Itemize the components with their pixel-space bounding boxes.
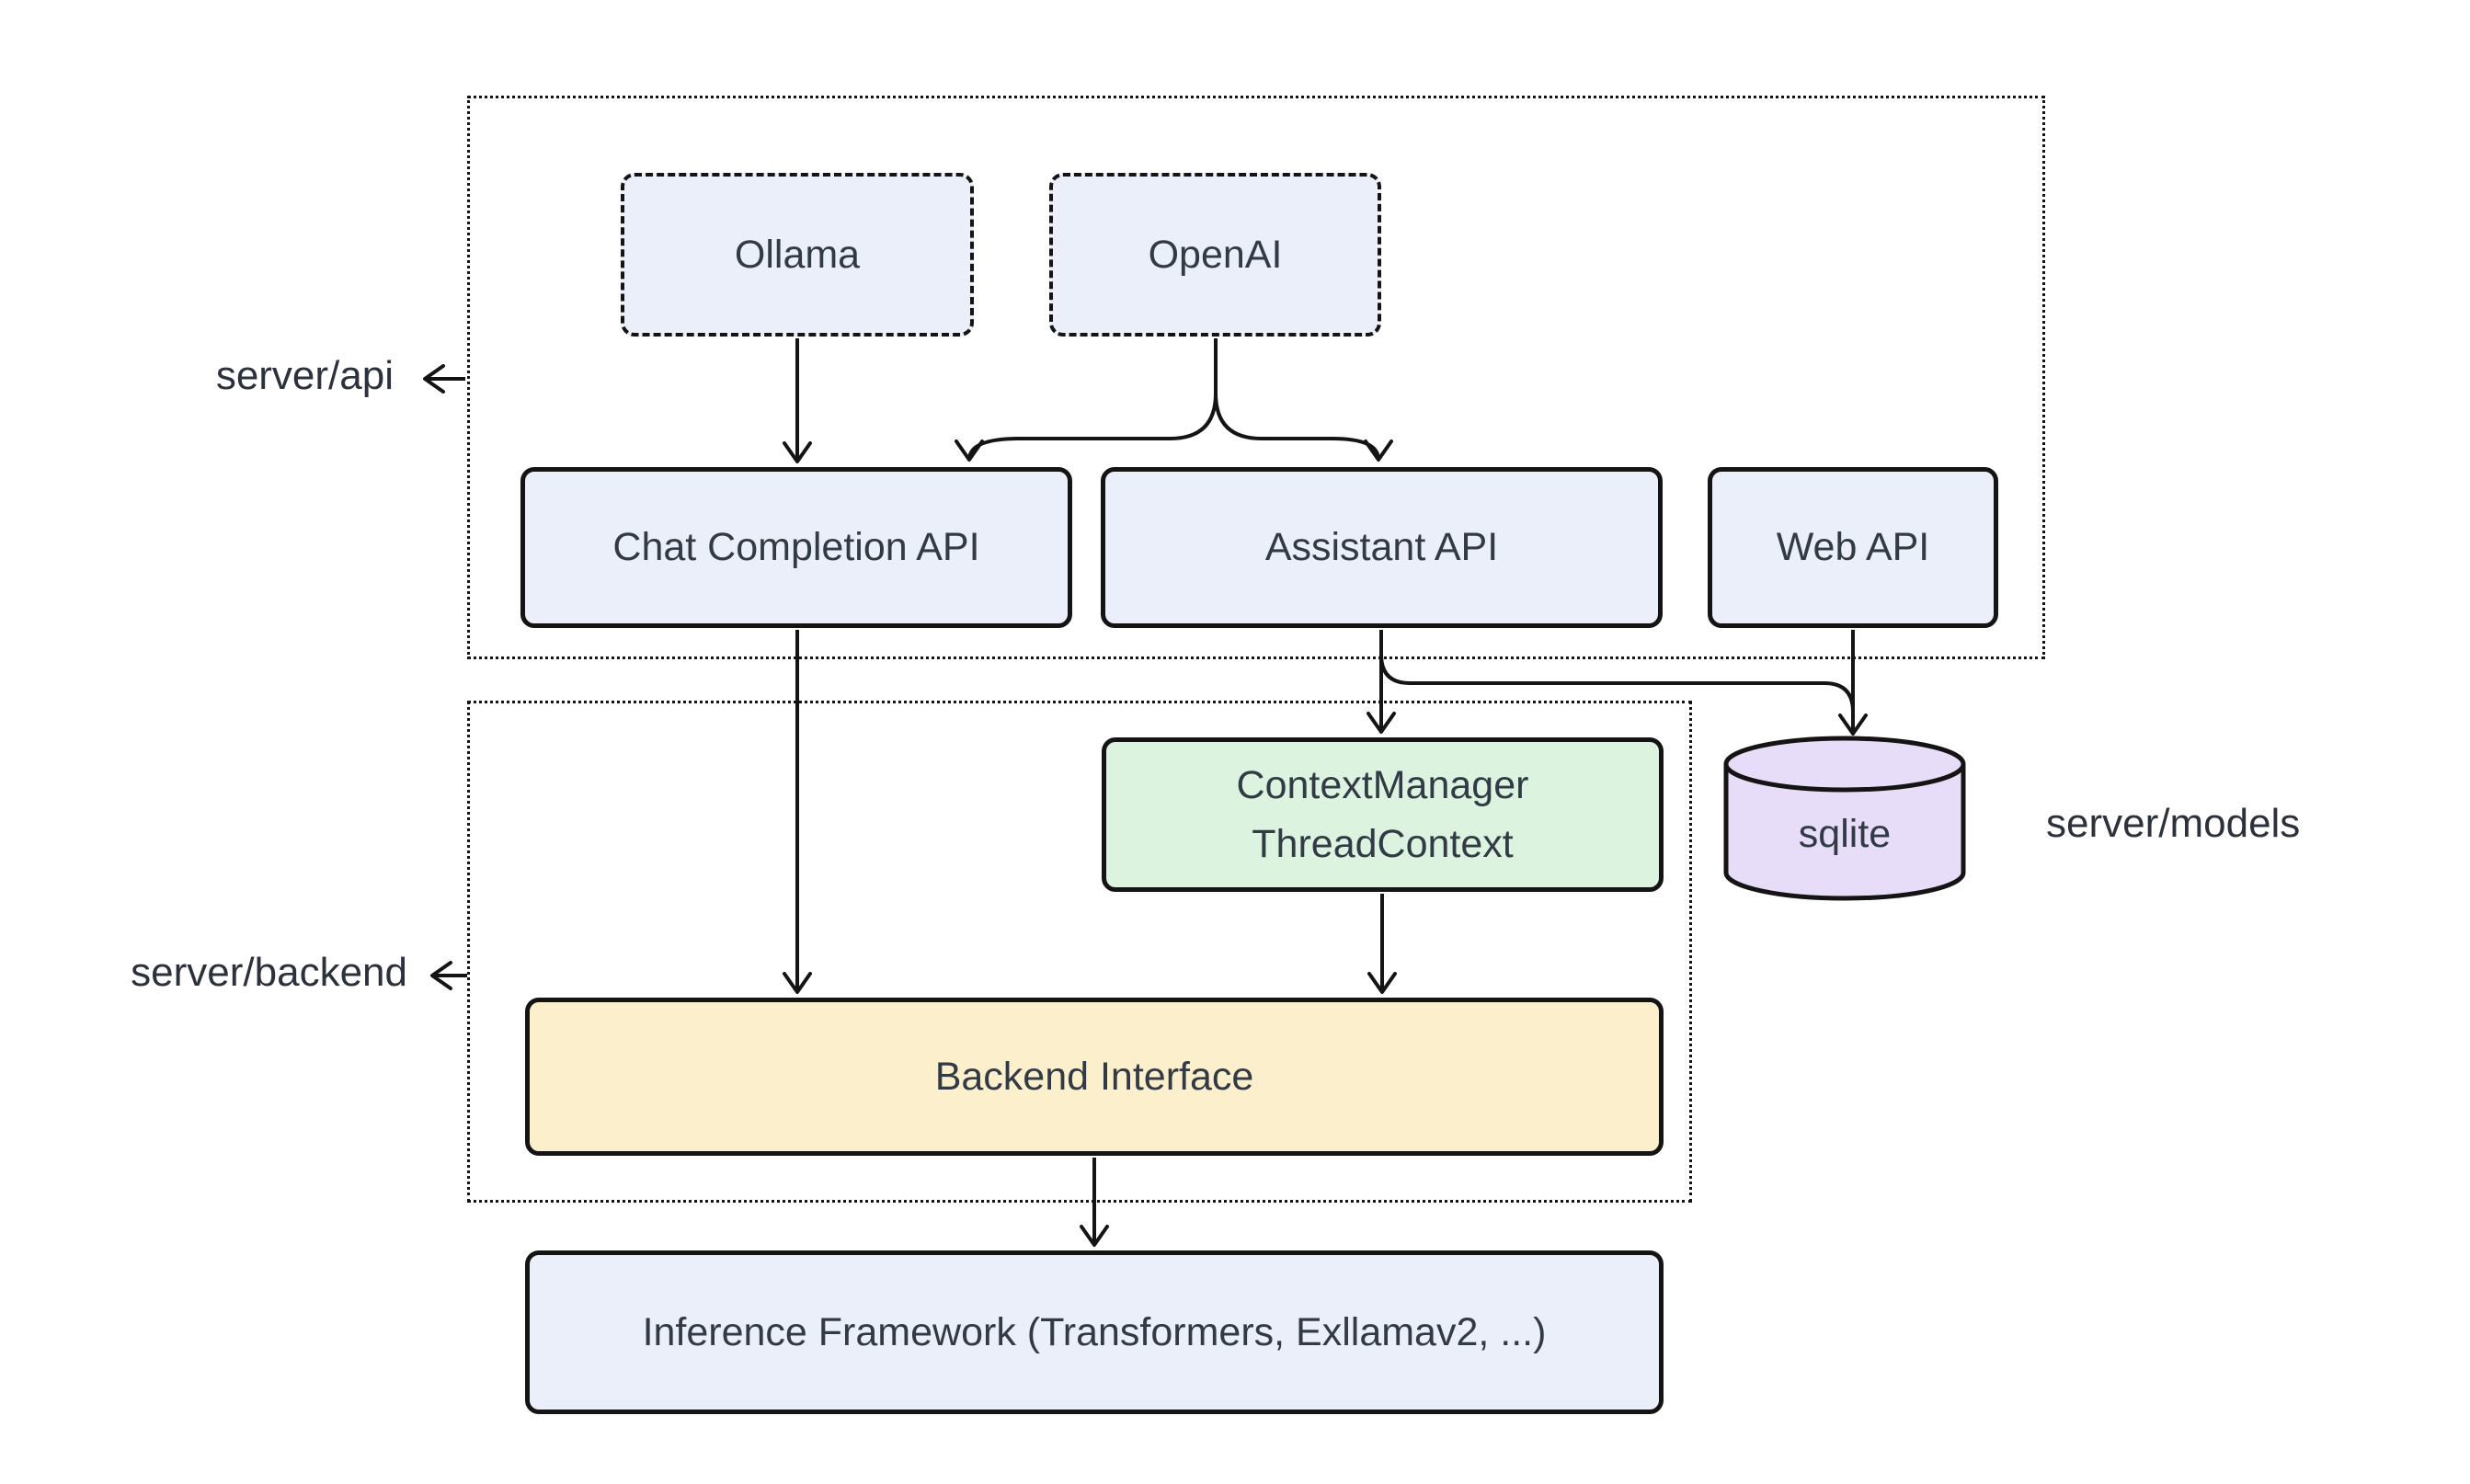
node-ollama: Ollama [621,173,974,337]
node-assistant-api: Assistant API [1101,467,1663,628]
server-api-container [467,96,2045,659]
node-sqlite-label: sqlite [1798,811,1892,856]
server-backend-label: server/backend [131,950,407,995]
context-manager-line2: ThreadContext [1252,822,1514,866]
server-api-label: server/api [215,353,394,398]
server-backend-container [467,701,1692,1203]
node-inference-framework: Inference Framework (Transformers, Exlla… [525,1250,1664,1414]
node-web-api: Web API [1708,467,1998,628]
context-manager-line1: ContextManager [1236,762,1529,807]
node-chat-completion-api: Chat Completion API [520,467,1072,628]
server-models-label: server/models [2046,801,2301,846]
node-openai: OpenAI [1049,173,1381,337]
node-context-manager: ContextManager ThreadContext [1102,737,1664,892]
node-backend-interface: Backend Interface [525,998,1664,1156]
